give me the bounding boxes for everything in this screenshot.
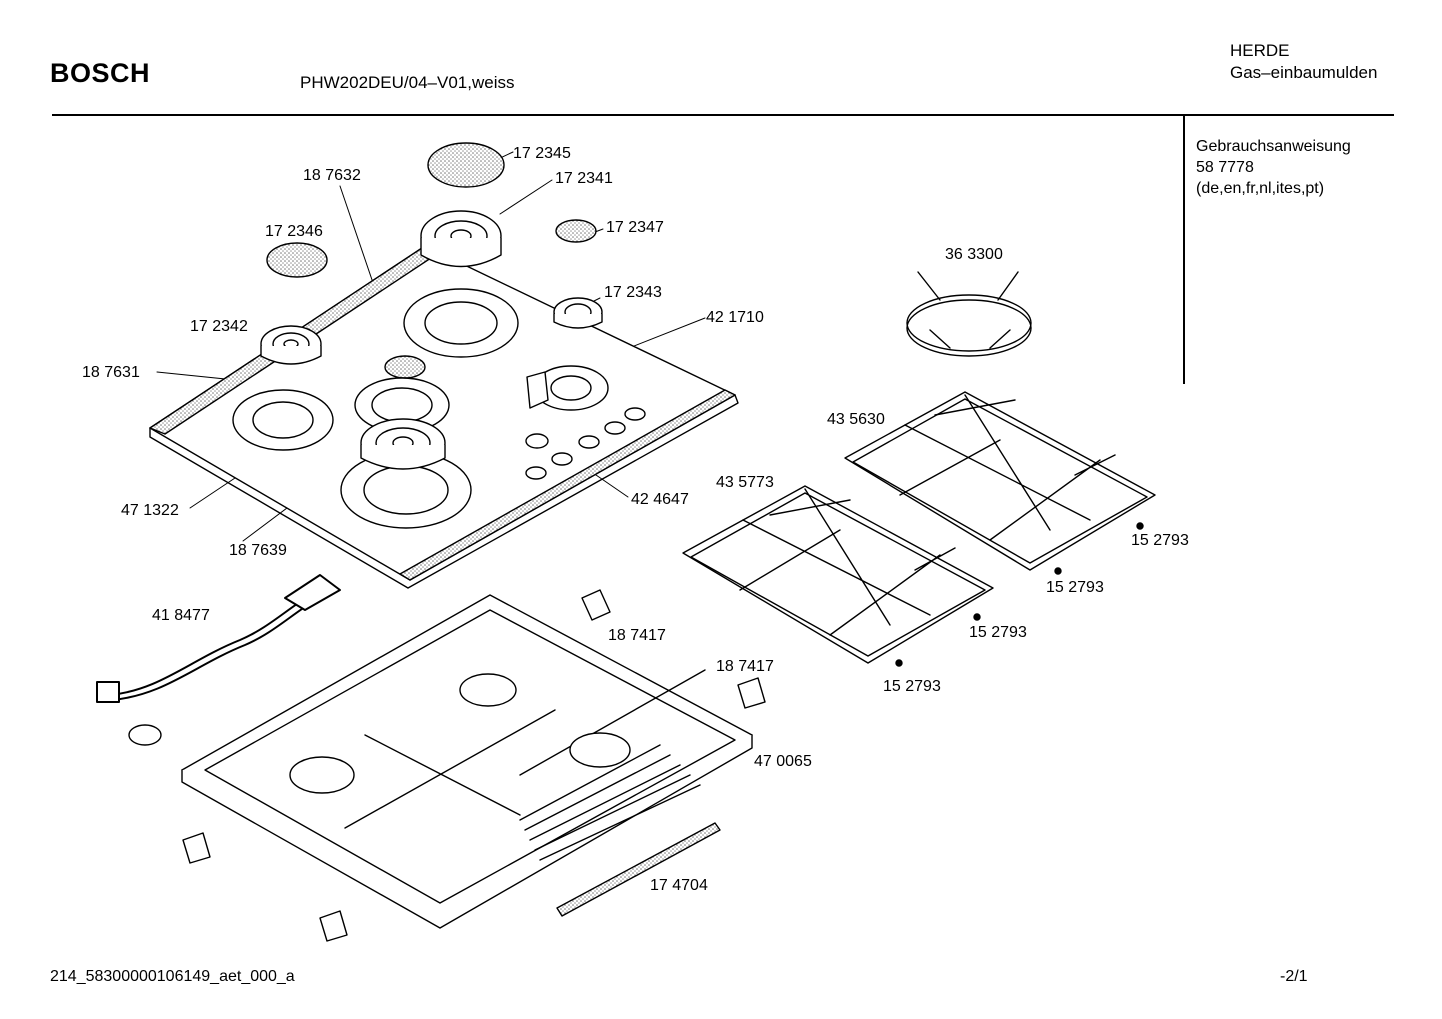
model-number: PHW202DEU/04–V01,weiss (300, 73, 515, 92)
knob-holes (525, 407, 646, 480)
part-label: 18 7639 (229, 542, 287, 559)
sidebar-divider (1183, 116, 1185, 384)
part-label: 17 2343 (604, 284, 662, 301)
pan-support-grid-right (844, 391, 1156, 571)
manual-number: 58 7778 (1196, 159, 1254, 176)
part-label: 17 2341 (555, 170, 613, 187)
subcategory-title: Gas–einbaumulden (1230, 63, 1378, 82)
part-label: 18 7417 (608, 627, 666, 644)
brand-logo: BOSCH (50, 58, 151, 88)
part-label: 47 1322 (121, 502, 179, 519)
pan-support-grid-left (682, 485, 994, 664)
category-title: HERDE (1230, 41, 1290, 60)
part-label: 15 2793 (969, 624, 1027, 641)
pan-support-ring (906, 271, 1032, 357)
drawing-id: 214_58300000106149_aet_000_a (50, 968, 295, 985)
manual-title: Gebrauchsanweisung (1196, 138, 1351, 155)
header-divider (52, 114, 1394, 116)
part-label: 15 2793 (1131, 532, 1189, 549)
power-cable (96, 574, 341, 703)
part-label: 18 7632 (303, 167, 361, 184)
part-label: 41 8477 (152, 607, 210, 624)
mounting-clips (128, 589, 766, 942)
manual-languages: (de,en,fr,nl,ites,pt) (1196, 180, 1325, 197)
part-label: 15 2793 (883, 678, 941, 695)
page-number: -2/1 (1280, 968, 1308, 985)
part-label: 17 2342 (190, 318, 248, 335)
seal-strip (556, 822, 721, 917)
part-label: 47 0065 (754, 753, 812, 770)
part-label: 17 2345 (513, 145, 571, 162)
part-label: 43 5630 (827, 411, 885, 428)
part-label: 42 4647 (631, 491, 689, 508)
part-label: 15 2793 (1046, 579, 1104, 596)
part-label: 36 3300 (945, 246, 1003, 263)
base-tray (181, 594, 753, 929)
screws (895, 522, 1144, 667)
burner-caps (266, 142, 597, 278)
part-label: 17 4704 (650, 877, 708, 894)
part-label: 18 7417 (716, 658, 774, 675)
burners (260, 210, 603, 470)
part-label: 18 7631 (82, 364, 140, 381)
part-label: 17 2347 (606, 219, 664, 236)
part-label: 42 1710 (706, 309, 764, 326)
part-label: 17 2346 (265, 223, 323, 240)
part-label: 43 5773 (716, 474, 774, 491)
